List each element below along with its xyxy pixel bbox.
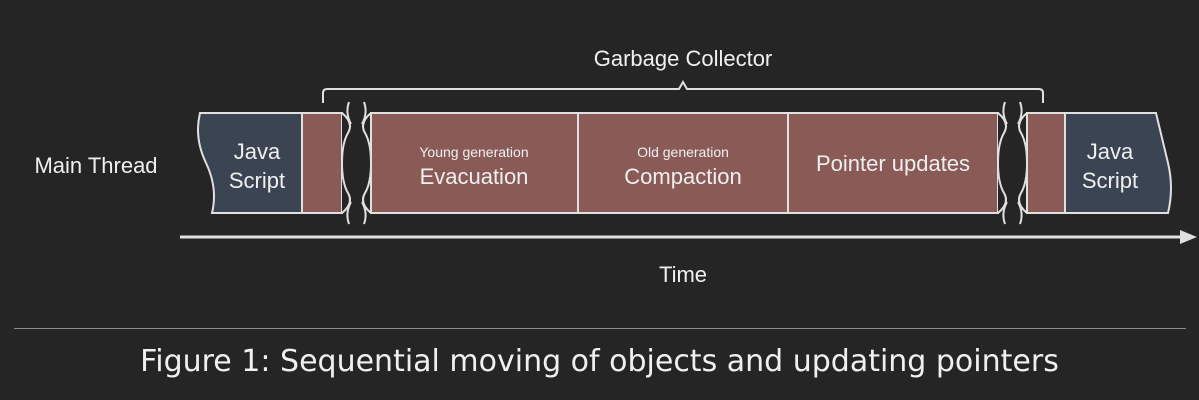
- garbage-collector-label: Garbage Collector: [594, 46, 773, 71]
- javascript-block-end: [1064, 112, 1172, 214]
- garbage-collector-bracket: [322, 79, 1044, 103]
- pointer-updates-phase-block: [787, 112, 999, 214]
- timeline-break-mark-start: [340, 101, 373, 225]
- javascript-end-label-line1: Java: [1087, 139, 1134, 164]
- caption-divider: [14, 328, 1186, 329]
- javascript-start-label-line1: Java: [234, 139, 281, 164]
- gc-timeline-diagram: Garbage Collector Main Thread Young gene…: [34, 46, 1197, 287]
- gc-pre-segment: [301, 112, 343, 214]
- compaction-label: Compaction: [624, 164, 741, 189]
- old-generation-label: Old generation: [637, 144, 729, 160]
- time-axis-label: Time: [659, 262, 707, 287]
- javascript-block-start: [197, 112, 303, 214]
- figure-caption: Figure 1: Sequential moving of objects a…: [140, 344, 1059, 379]
- javascript-start-label-line2: Script: [229, 168, 285, 193]
- evacuation-phase-block: [370, 112, 579, 214]
- young-generation-label: Young generation: [419, 144, 528, 160]
- compaction-phase-block: [577, 112, 789, 214]
- javascript-end-label-line2: Script: [1082, 168, 1138, 193]
- main-thread-label: Main Thread: [34, 153, 157, 178]
- time-axis-arrowhead: [1180, 230, 1197, 244]
- pointer-updates-label: Pointer updates: [816, 151, 970, 176]
- evacuation-label: Evacuation: [420, 164, 529, 189]
- timeline-break-mark-end: [996, 101, 1029, 225]
- gc-post-segment: [1026, 112, 1066, 214]
